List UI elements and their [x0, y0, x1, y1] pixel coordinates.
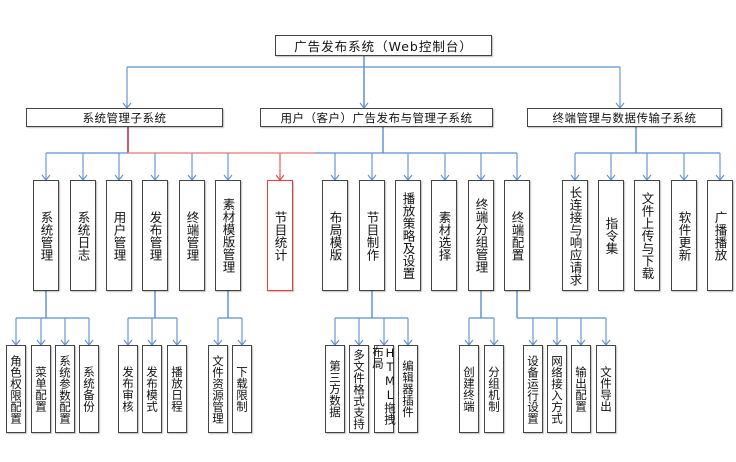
module-label: 指令集: [603, 216, 619, 255]
module-layout-template: 布局模版: [322, 180, 348, 291]
leaf-label: 发布模式: [145, 366, 159, 412]
module-label: 文件上传与下载: [639, 191, 655, 280]
module-label: 终端配置: [509, 210, 525, 261]
module-user-management: 用户管理: [106, 180, 132, 291]
leaf-label: 文件资源管理: [211, 354, 225, 424]
leaf-role-permission-config: 角色权限配置: [6, 345, 26, 433]
subsystem-terminal-data-transfer: 终端管理与数据传输子系统: [527, 108, 722, 127]
subsystem-label: 用户（客户）广告发布与管理子系统: [280, 110, 473, 125]
module-label: 素材选择: [436, 210, 452, 261]
module-program-statistics: 节目统计: [267, 180, 293, 291]
leaf-file-export: 文件导出: [596, 345, 616, 433]
module-long-connection: 长连接与响应请求: [562, 180, 588, 291]
leaf-label: HTML拖拽布局: [371, 346, 397, 425]
leaf-label: 网络接入方式: [550, 354, 564, 424]
module-label: 终端管理: [184, 210, 200, 261]
module-label: 广播播放: [712, 210, 728, 261]
leaf-download-limit: 下载限制: [232, 345, 252, 433]
leaf-label: 下载限制: [235, 366, 249, 412]
leaf-label: 菜单配置: [34, 366, 48, 412]
leaf-publish-mode: 发布模式: [142, 345, 162, 433]
module-label: 终端分组管理: [473, 198, 489, 273]
module-label: 系统日志: [75, 210, 91, 261]
leaf-system-parameter-config: 系统参数配置: [55, 345, 75, 433]
leaf-menu-config: 菜单配置: [31, 345, 51, 433]
module-material-template-management: 素材模版管理: [215, 180, 241, 291]
module-label: 软件更新: [676, 210, 692, 261]
leaf-label: 系统参数配置: [58, 354, 72, 424]
module-label: 长连接与响应请求: [567, 185, 583, 286]
leaf-label: 输出配置: [574, 366, 588, 412]
subsystem-ad-publishing: 用户（客户）广告发布与管理子系统: [260, 108, 493, 127]
leaf-third-party-data: 第三方数据: [325, 345, 345, 433]
leaf-editor-plugin: 编辑器插件: [398, 345, 418, 433]
module-label: 系统管理: [38, 210, 54, 261]
module-terminal-group-management: 终端分组管理: [468, 180, 494, 291]
module-system-management: 系统管理: [33, 180, 59, 291]
leaf-network-access-mode: 网络接入方式: [547, 345, 567, 433]
leaf-label: 编辑器插件: [401, 360, 415, 418]
leaf-label: 创建终端: [462, 366, 476, 412]
root-node: 广告发布系统（Web控制台）: [275, 35, 492, 56]
subsystem-system-management: 系统管理子系统: [26, 108, 223, 127]
leaf-label: 系统备份: [82, 366, 96, 412]
leaf-grouping-mechanism: 分组机制: [484, 345, 504, 433]
leaf-label: 分组机制: [487, 366, 501, 412]
leaf-device-run-settings: 设备运行设置: [523, 345, 543, 433]
module-label: 发布管理: [147, 210, 163, 261]
module-label: 布局模版: [327, 210, 343, 261]
leaf-playback-schedule: 播放日程: [167, 345, 187, 433]
module-terminal-management: 终端管理: [179, 180, 205, 291]
module-label: 节目制作: [364, 210, 380, 261]
module-label: 播放策略及设置: [400, 191, 416, 280]
module-program-production: 节目制作: [359, 180, 385, 291]
leaf-create-terminal: 创建终端: [459, 345, 479, 433]
subsystem-label: 终端管理与数据传输子系统: [552, 110, 697, 125]
module-playback-strategy: 播放策略及设置: [395, 180, 421, 291]
module-system-log: 系统日志: [70, 180, 96, 291]
module-material-selection: 素材选择: [431, 180, 457, 291]
leaf-label: 多文件格式支持: [352, 348, 366, 430]
module-label: 节目统计: [272, 210, 288, 261]
module-publish-management: 发布管理: [142, 180, 168, 291]
leaf-label: 第三方数据: [328, 360, 342, 418]
module-label: 用户管理: [111, 210, 127, 261]
root-node-label: 广告发布系统（Web控制台）: [294, 39, 473, 54]
leaf-label: 播放日程: [170, 366, 184, 412]
module-software-update: 软件更新: [671, 180, 697, 291]
subsystem-label: 系统管理子系统: [82, 110, 167, 125]
module-broadcast-playback: 广播播放: [707, 180, 733, 291]
module-terminal-configuration: 终端配置: [504, 180, 530, 291]
leaf-label: 文件导出: [599, 366, 613, 412]
leaf-output-config: 输出配置: [571, 345, 591, 433]
leaf-html-drag-layout: HTML拖拽布局: [371, 345, 397, 433]
module-file-transfer: 文件上传与下载: [634, 180, 660, 291]
leaf-label: 发布审核: [121, 366, 135, 412]
leaf-system-backup: 系统备份: [79, 345, 99, 433]
leaf-label: 角色权限配置: [9, 354, 23, 424]
module-label: 素材模版管理: [220, 198, 236, 273]
leaf-file-resource-management: 文件资源管理: [208, 345, 228, 433]
leaf-publish-review: 发布审核: [118, 345, 138, 433]
leaf-multi-format-support: 多文件格式支持: [349, 345, 369, 433]
module-command-set: 指令集: [598, 180, 624, 291]
leaf-label: 设备运行设置: [526, 354, 540, 424]
